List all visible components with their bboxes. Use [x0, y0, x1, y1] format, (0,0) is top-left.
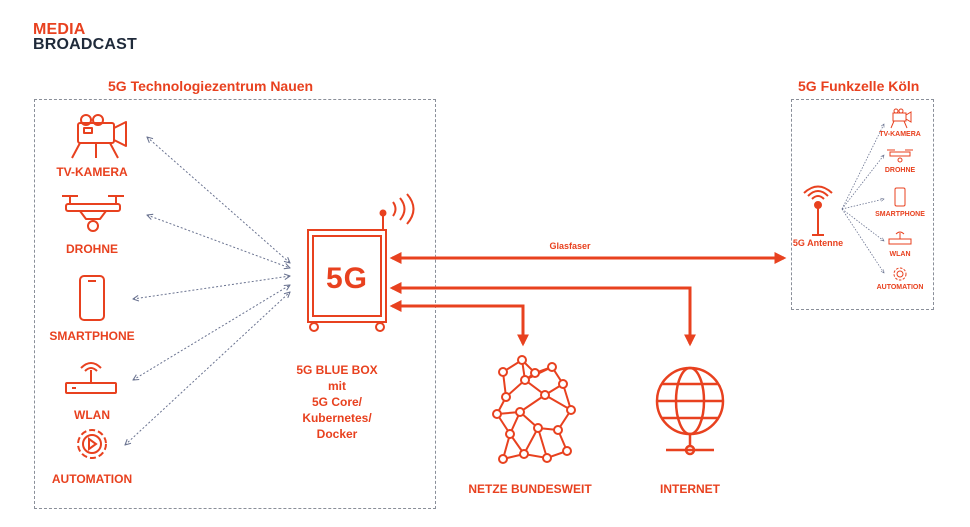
label-netze-bundesweit: NETZE BUNDESWEIT: [468, 482, 592, 496]
box-label-line-3: 5G Core/: [311, 395, 362, 409]
5g-blue-box-icon: [307, 193, 415, 332]
automation-gear-icon: [77, 429, 107, 459]
wlan-router-icon: [65, 362, 117, 394]
koeln-wlan-icon: [888, 231, 912, 245]
germany-network-icon: [492, 355, 576, 464]
koeln-label-wlan: WLAN: [889, 251, 911, 258]
connector-wlan: [133, 285, 290, 380]
internet-globe-icon: [655, 366, 725, 456]
label-tv-kamera: TV-KAMERA: [56, 165, 128, 179]
connector-drohne: [147, 215, 290, 268]
koeln-label-drohne: DROHNE: [884, 167, 916, 174]
internet-link: [389, 282, 696, 347]
region-title-koeln: 5G Funkzelle Köln: [798, 78, 920, 94]
label-automation: AUTOMATION: [51, 472, 133, 486]
box-label-line-2: mit: [328, 379, 346, 393]
label-drohne: DROHNE: [65, 242, 118, 256]
label-smartphone: SMARTPHONE: [49, 329, 135, 343]
koeln-smartphone-icon: [894, 187, 906, 207]
koeln-device-connectors: [841, 124, 884, 273]
smartphone-icon: [79, 275, 105, 321]
fiber-connections: [389, 252, 787, 347]
region-box-koeln: [791, 99, 934, 310]
koeln-automation-icon: [893, 267, 907, 281]
koeln-label-tv-kamera: TV-KAMERA: [879, 131, 921, 138]
glasfaser-label: Glasfaser: [549, 241, 591, 251]
connector-tv-kamera: [147, 137, 290, 263]
5g-badge: 5G: [325, 262, 369, 295]
koeln-tv-camera-icon: [890, 108, 912, 129]
connector-smartphone: [133, 276, 290, 299]
label-wlan: WLAN: [74, 408, 110, 422]
koeln-label-automation: AUTOMATION: [876, 284, 924, 291]
tv-camera-icon: [71, 114, 127, 159]
box-label-line-5: Docker: [316, 427, 358, 441]
connector-automation: [125, 292, 290, 445]
label-internet: INTERNET: [660, 482, 720, 496]
koeln-drone-icon: [887, 149, 913, 163]
logo-line-1: MEDIA: [33, 21, 86, 38]
region-title-nauen: 5G Technologiezentrum Nauen: [108, 78, 314, 94]
logo-line-2: BROADCAST: [33, 36, 138, 53]
koeln-label-smartphone: SMARTPHONE: [875, 211, 925, 218]
5g-blue-box-label: 5G BLUE BOX mit 5G Core/ Kubernetes/ Doc…: [272, 362, 402, 442]
netze-link: [389, 300, 529, 347]
drone-icon: [62, 195, 124, 232]
box-label-line-1: 5G BLUE BOX: [296, 363, 378, 377]
box-label-line-4: Kubernetes/: [302, 411, 372, 425]
label-5g-antenne: 5G Antenne: [792, 238, 844, 248]
device-connectors: [125, 137, 290, 445]
5g-antenna-icon: [803, 185, 833, 236]
media-broadcast-logo: MEDIA BROADCAST: [33, 21, 138, 53]
